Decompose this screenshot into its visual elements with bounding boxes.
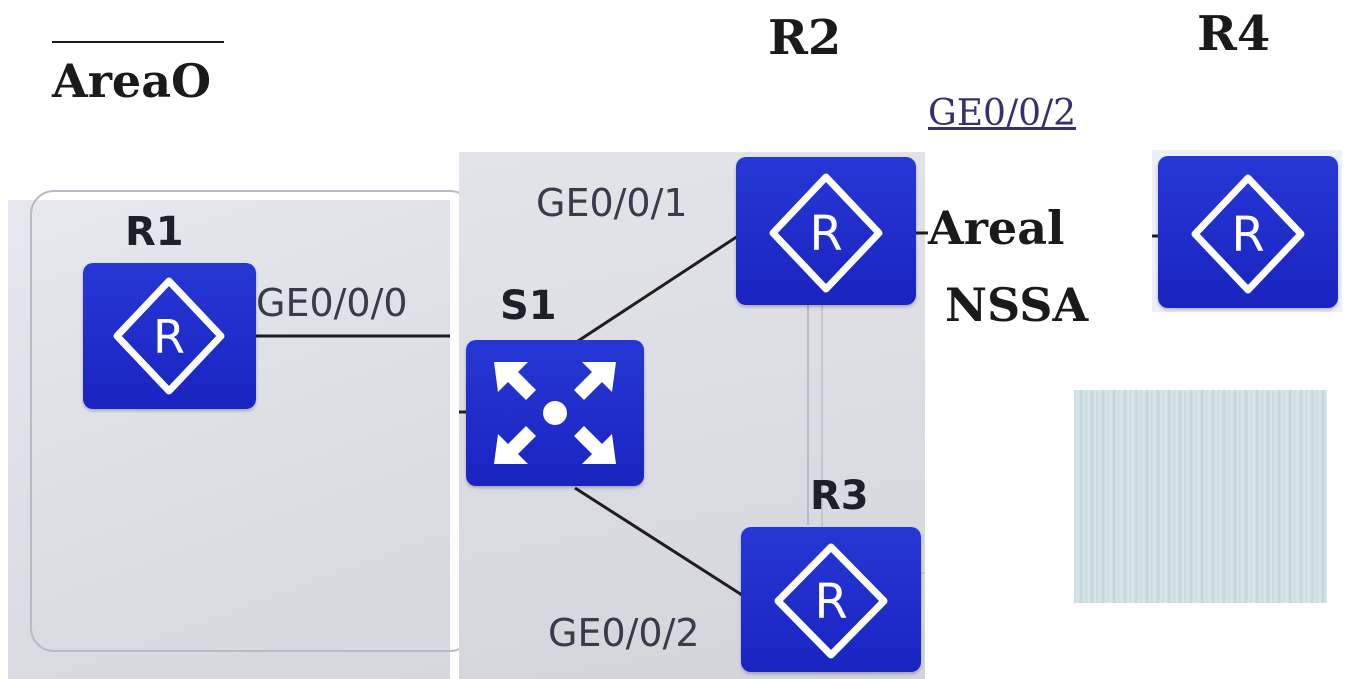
node-label-r1: R1 bbox=[125, 209, 184, 255]
area1-type-label: NSSA bbox=[945, 278, 1089, 332]
router-r2[interactable]: R bbox=[736, 157, 916, 305]
interface-label-r2-r4: GE0/0/2 bbox=[928, 93, 1077, 134]
node-label-r4: R4 bbox=[1197, 6, 1271, 62]
area0-overline bbox=[52, 41, 224, 43]
router-r1[interactable]: R bbox=[83, 263, 256, 409]
node-label-s1: S1 bbox=[500, 283, 557, 329]
node-label-r2: R2 bbox=[768, 10, 842, 66]
interface-label-s1-r3: GE0/0/2 bbox=[548, 611, 700, 655]
svg-text:R: R bbox=[153, 310, 185, 364]
interface-label-r1-s1: GE0/0/0 bbox=[256, 281, 408, 325]
node-label-r3: R3 bbox=[810, 473, 869, 519]
router-r4[interactable]: R bbox=[1158, 156, 1338, 308]
area1-label: Areal bbox=[928, 201, 1065, 255]
router-icon: R bbox=[774, 543, 888, 659]
svg-text:R: R bbox=[814, 574, 847, 630]
link-s1-r3 bbox=[574, 486, 743, 597]
router-icon: R bbox=[769, 173, 883, 293]
router-icon: R bbox=[1191, 174, 1305, 294]
router-r3[interactable]: R bbox=[741, 527, 921, 672]
switch-s1[interactable] bbox=[466, 340, 644, 486]
interface-label-s1-r2: GE0/0/1 bbox=[536, 181, 688, 225]
link-s1-r2 bbox=[574, 234, 739, 345]
svg-text:R: R bbox=[809, 206, 842, 262]
area0-label: AreaO bbox=[52, 54, 212, 108]
switch-icon bbox=[494, 362, 616, 464]
textured-patch bbox=[1074, 390, 1327, 603]
router-icon: R bbox=[113, 277, 225, 395]
svg-text:R: R bbox=[1231, 207, 1264, 263]
